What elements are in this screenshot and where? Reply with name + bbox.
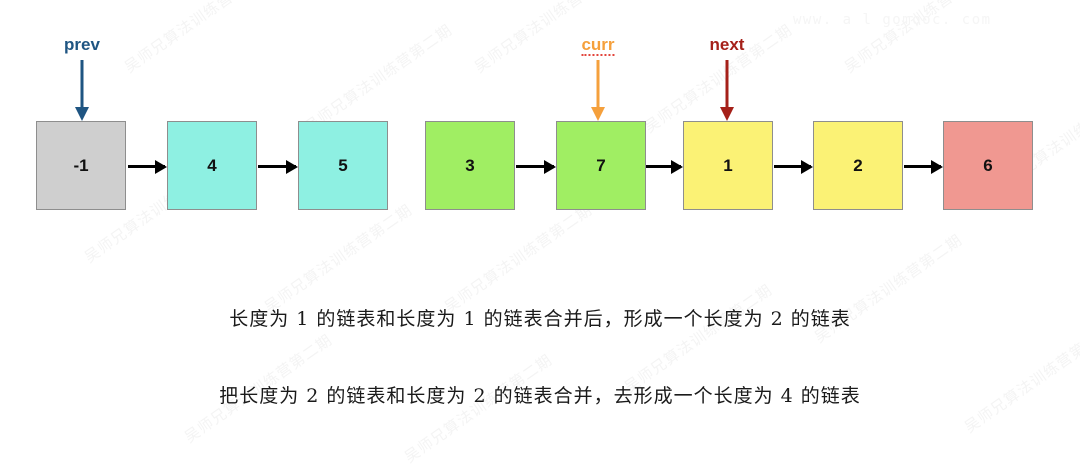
node-value: 1 — [723, 156, 733, 175]
link-arrow-7-to-1 — [646, 159, 683, 174]
link-arrow--1-to-4 — [128, 159, 167, 174]
arrow-head-icon — [286, 159, 298, 174]
node-value: 5 — [338, 156, 348, 175]
node-6[interactable]: 6 — [943, 121, 1033, 210]
pointer-prev-arrow-shaft — [80, 60, 84, 109]
pointer-prev-arrow-head-icon — [75, 107, 89, 121]
node-7[interactable]: 7 — [556, 121, 646, 210]
pointer-prev-label: prev — [64, 35, 100, 54]
link-arrow-2-to-6 — [904, 159, 943, 174]
diagram-canvas: 吴师兄算法训练营第二期吴师兄算法训练营第二期吴师兄算法训练营第二期吴师兄算法训练… — [36, 0, 1080, 466]
arrow-head-icon — [931, 159, 943, 174]
pointer-curr-arrow-head-icon — [591, 107, 605, 121]
pointer-curr-arrow-shaft — [596, 60, 600, 109]
pointer-next-arrow-shaft — [725, 60, 729, 109]
node-value: -1 — [73, 156, 89, 175]
node-value: 4 — [207, 156, 217, 175]
caption-line-1: 长度为 1 的链表和长度为 1 的链表合并后，形成一个长度为 2 的链表 — [229, 308, 851, 330]
watermark-diagonal: 吴师兄算法训练营第二期 — [621, 280, 776, 397]
pointer-curr-label: curr — [581, 35, 615, 56]
watermark-site-url: www. a l gomooc. com — [793, 12, 992, 28]
node-value: 3 — [465, 156, 475, 175]
arrow-head-icon — [155, 159, 167, 174]
pointer-next-label: next — [709, 35, 745, 54]
node-1[interactable]: 1 — [683, 121, 773, 210]
watermark-diagonal: 吴师兄算法训练营第二期 — [841, 0, 996, 77]
caption-line-2: 把长度为 2 的链表和长度为 2 的链表合并，去形成一个长度为 4 的链表 — [219, 385, 861, 407]
node-value: 6 — [983, 156, 993, 175]
link-arrow-3-to-7 — [516, 159, 556, 174]
watermark-diagonal: 吴师兄算法训练营第二期 — [441, 200, 596, 317]
node-value: 7 — [596, 156, 606, 175]
node-4[interactable]: 4 — [167, 121, 257, 210]
node-value: 2 — [853, 156, 863, 175]
watermark-diagonal: 吴师兄算法训练营第二期 — [121, 0, 276, 77]
arrow-head-icon — [671, 159, 683, 174]
link-arrow-1-to-2 — [774, 159, 813, 174]
pointer-next-arrow-head-icon — [720, 107, 734, 121]
link-arrow-4-to-5 — [258, 159, 298, 174]
arrow-head-icon — [544, 159, 556, 174]
arrow-head-icon — [801, 159, 813, 174]
node-2[interactable]: 2 — [813, 121, 903, 210]
node-5[interactable]: 5 — [298, 121, 388, 210]
watermark-diagonal: 吴师兄算法训练营第二期 — [401, 350, 556, 467]
watermark-diagonal: 吴师兄算法训练营第二期 — [961, 320, 1080, 437]
node-3[interactable]: 3 — [425, 121, 515, 210]
watermark-diagonal: 吴师兄算法训练营第二期 — [261, 200, 416, 317]
watermark-diagonal: 吴师兄算法训练营第二期 — [301, 20, 456, 137]
node-dummy-minus1[interactable]: -1 — [36, 121, 126, 210]
